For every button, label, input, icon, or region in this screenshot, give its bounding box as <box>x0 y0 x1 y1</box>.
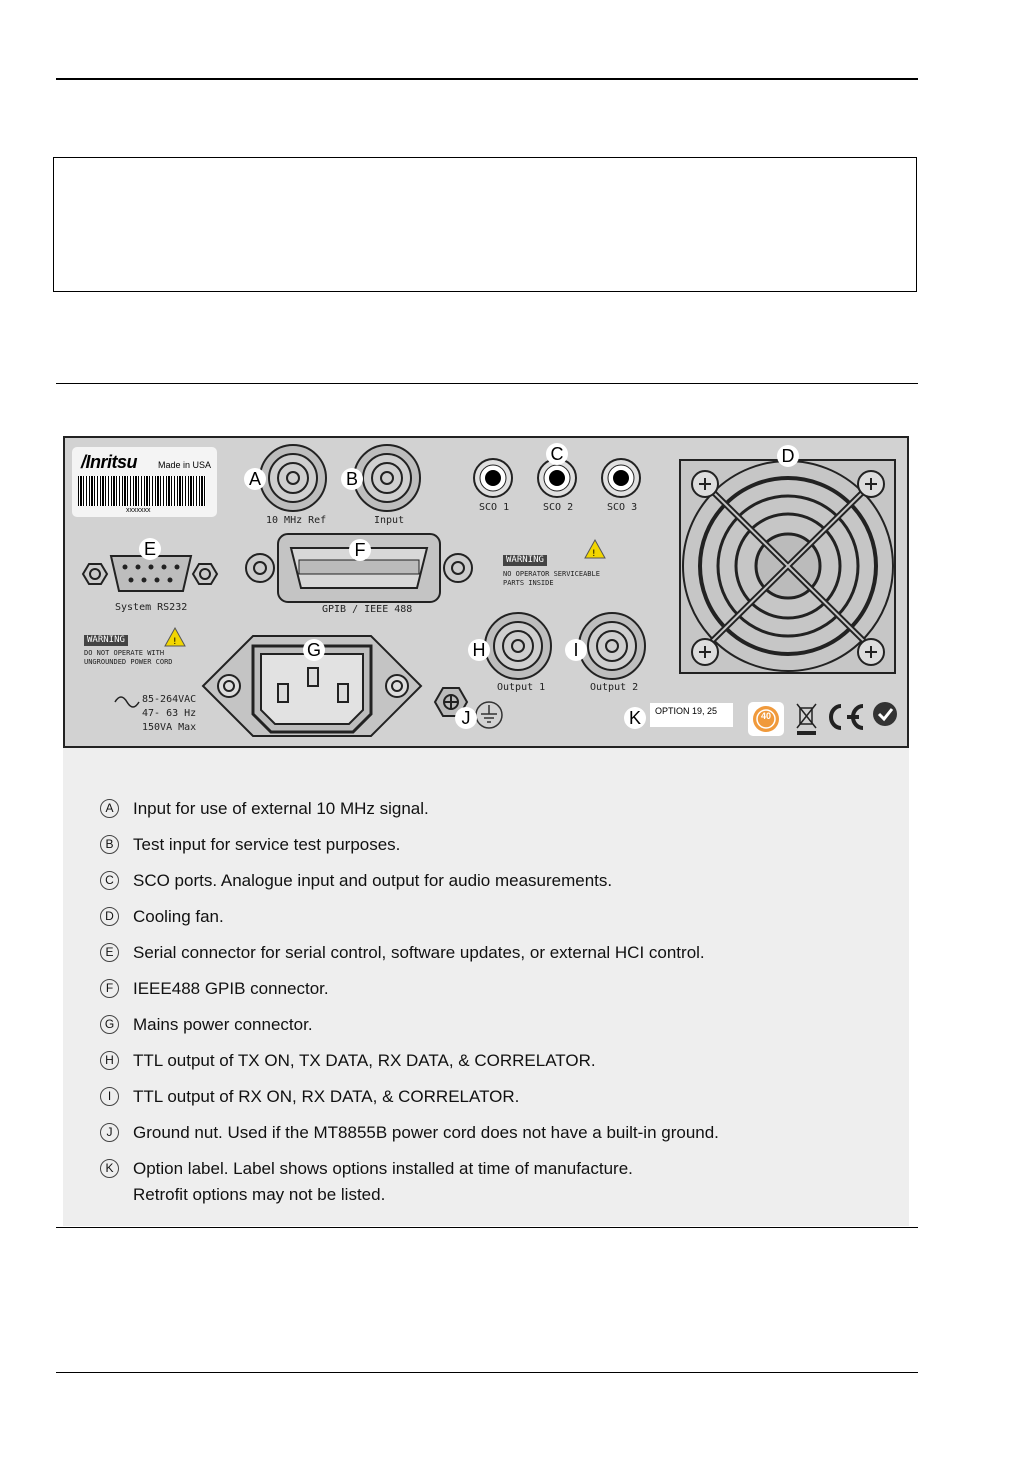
callout-b: B <box>341 468 363 490</box>
bnc-ref-connector <box>259 444 327 512</box>
bnc-output2-connector <box>578 612 646 680</box>
description-text: Cooling fan. <box>133 907 224 926</box>
description-item: K Option label. Label shows options insta… <box>100 1159 633 1204</box>
description-text: Test input for service test purposes. <box>133 835 401 854</box>
power-frequency: 47- 63 Hz <box>142 708 197 719</box>
callout-g: G <box>303 639 325 661</box>
ce-mark-icon <box>829 704 864 730</box>
callout-j: J <box>455 707 477 729</box>
warning-upper-title: WARNING <box>503 555 547 566</box>
option-label: OPTION 19, 25 <box>650 703 733 727</box>
brand-logo: /Inritsu <box>81 452 138 472</box>
callout-i: I <box>565 639 587 661</box>
description-text: Serial connector for serial control, sof… <box>133 943 705 962</box>
description-letter: I <box>100 1087 119 1106</box>
description-text: SCO ports. Analogue input and output for… <box>133 871 613 890</box>
description-item: E Serial connector for serial control, so… <box>100 943 705 963</box>
gpib-connector <box>245 533 473 603</box>
description-letter: E <box>100 943 119 962</box>
svg-text:!: ! <box>173 637 177 647</box>
description-item: B Test input for service test purposes. <box>100 835 400 855</box>
description-letter: B <box>100 835 119 854</box>
sco2-label: SCO 2 <box>543 502 574 513</box>
description-letter: H <box>100 1051 119 1070</box>
callout-k: K <box>624 707 646 729</box>
bnc-input-connector <box>353 444 421 512</box>
description-item: A Input for use of external 10 MHz signal… <box>100 799 429 819</box>
description-item: H TTL output of TX ON, TX DATA, RX DATA, … <box>100 1051 596 1071</box>
output2-label: Output 2 <box>590 682 639 693</box>
description-text: Option label. Label shows options instal… <box>133 1159 633 1178</box>
serial-db9-connector <box>81 555 219 592</box>
c-tick-icon <box>873 702 897 726</box>
description-letter: G <box>100 1015 119 1034</box>
callout-d: D <box>777 445 799 467</box>
figure-bottom-rule <box>56 1227 918 1228</box>
description-letter: C <box>100 871 119 890</box>
footer-rule <box>56 1372 918 1373</box>
power-rating: 150VA Max <box>142 722 197 733</box>
description-letter: A <box>100 799 119 818</box>
weee-bin-icon <box>796 703 817 735</box>
header-rule <box>56 78 918 80</box>
bnc-output1-connector <box>484 612 552 680</box>
svg-text:!: ! <box>592 549 596 559</box>
rohs-badge-number: 40 <box>760 711 771 721</box>
warning-triangle-icon: ! ! <box>164 538 606 647</box>
description-letter: J <box>100 1123 119 1142</box>
callout-a: A <box>244 468 266 490</box>
description-letter: F <box>100 979 119 998</box>
sco1-label: SCO 1 <box>479 502 510 513</box>
warning-lower-title: WARNING <box>84 635 128 646</box>
description-item: G Mains power connector. <box>100 1015 313 1035</box>
serial-number: xxxxxxx <box>126 507 151 514</box>
warning-upper-line1: NO OPERATOR SERVICEABLE <box>503 570 600 578</box>
description-item: C SCO ports. Analogue input and output fo… <box>100 871 612 891</box>
barcode <box>78 476 206 506</box>
output1-label: Output 1 <box>497 682 546 693</box>
description-continuation: Retrofit options may not be listed. <box>133 1185 386 1204</box>
rohs-badge <box>748 702 784 736</box>
power-voltage: 85-264VAC <box>142 694 197 705</box>
callout-e: E <box>139 538 161 560</box>
description-text: Input for use of external 10 MHz signal. <box>133 799 429 818</box>
description-text: IEEE488 GPIB connector. <box>133 979 329 998</box>
description-item: J Ground nut. Used if the MT8855B power c… <box>100 1123 719 1143</box>
sco3-label: SCO 3 <box>607 502 638 513</box>
description-item: I TTL output of RX ON, RX DATA, & CORRELA… <box>100 1087 519 1107</box>
sco3-jack <box>601 458 641 498</box>
made-in-label: Made in USA <box>158 460 212 470</box>
note-box <box>53 157 917 292</box>
sco1-jack <box>473 458 513 498</box>
description-letter: K <box>100 1159 119 1178</box>
description-item: F IEEE488 GPIB connector. <box>100 979 329 999</box>
ref-port-label: 10 MHz Ref <box>266 515 327 526</box>
description-letter: D <box>100 907 119 926</box>
description-text: TTL output of TX ON, TX DATA, RX DATA, &… <box>133 1051 596 1070</box>
sco2-jack <box>537 458 577 498</box>
gpib-label: GPIB / IEEE 488 <box>322 604 413 615</box>
ground-icon <box>475 701 503 729</box>
warning-upper-line2: PARTS INSIDE <box>503 579 554 587</box>
cooling-fan <box>679 459 896 674</box>
rear-panel-drawing: ! ! <box>81 444 897 737</box>
callout-f: F <box>349 539 371 561</box>
description-text: Ground nut. Used if the MT8855B power co… <box>133 1123 719 1142</box>
warning-lower-line2: UNGROUNDED POWER CORD <box>84 658 173 666</box>
input-port-label: Input <box>374 515 405 526</box>
description-text: TTL output of RX ON, RX DATA, & CORRELAT… <box>133 1087 520 1106</box>
callout-c: C <box>546 443 568 465</box>
description-item: D Cooling fan. <box>100 907 224 927</box>
rs232-label: System RS232 <box>115 602 188 613</box>
warning-lower-line1: DO NOT OPERATE WITH <box>84 649 165 657</box>
figure-top-rule <box>56 383 918 384</box>
mains-power-connector <box>201 635 423 737</box>
description-text: Mains power connector. <box>133 1015 313 1034</box>
ac-wave-icon <box>114 696 140 708</box>
callout-h: H <box>468 639 490 661</box>
